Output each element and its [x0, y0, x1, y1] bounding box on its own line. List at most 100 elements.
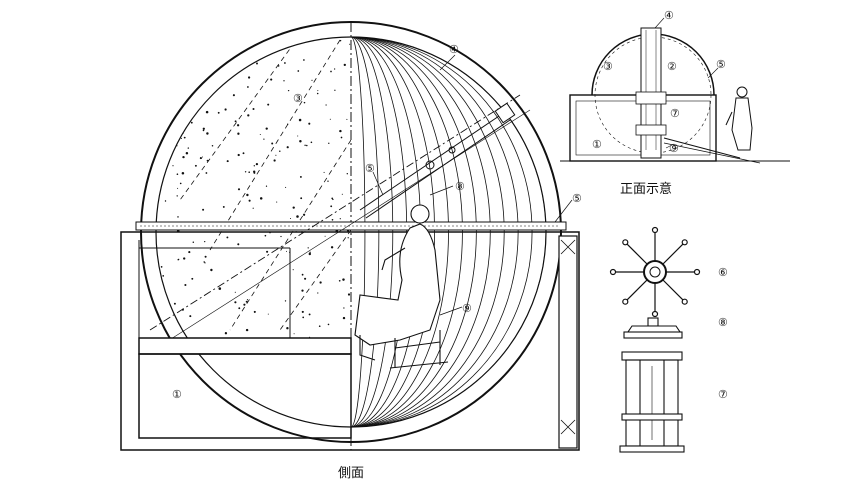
- star-dot: [234, 291, 236, 293]
- star-dot: [205, 89, 207, 91]
- star-dot: [222, 205, 225, 208]
- star-dot: [203, 261, 205, 263]
- side-markers: ③ ④ ⑤ ⑧ ⑤ ⑨ ①: [172, 43, 582, 401]
- star-dot: [175, 88, 178, 90]
- marker-side-4: ④: [449, 43, 459, 56]
- marker-front-4: ④: [664, 9, 674, 22]
- star-dot: [238, 307, 241, 310]
- star-dot: [263, 138, 265, 140]
- star-dot: [192, 241, 195, 243]
- star-dot: [255, 162, 259, 166]
- star-dot: [224, 108, 227, 111]
- star-dot: [296, 215, 299, 218]
- star-dot: [246, 299, 249, 301]
- star-dot: [190, 39, 193, 43]
- star-dot: [339, 129, 342, 133]
- front-view: [560, 17, 790, 164]
- star-dot: [253, 165, 255, 167]
- star-dot: [159, 106, 162, 110]
- star-dot: [174, 45, 177, 48]
- star-dot: [205, 172, 208, 174]
- star-dot: [184, 42, 187, 45]
- star-dot: [246, 193, 249, 197]
- star-dot: [159, 100, 162, 103]
- star-dot: [173, 302, 176, 305]
- star-dot: [177, 216, 179, 218]
- star-dot: [205, 54, 208, 57]
- star-dot: [297, 70, 300, 72]
- star-dot: [185, 152, 189, 155]
- star-dot: [181, 115, 184, 117]
- star-dot: [175, 102, 178, 104]
- wheel-spoke-knob: [609, 268, 617, 276]
- star-dot: [292, 269, 294, 271]
- star-dot: [234, 120, 237, 123]
- star-dot: [253, 171, 256, 174]
- wheel-spoke-knob: [622, 239, 629, 246]
- wheel-spoke-knob: [651, 310, 659, 318]
- star-dot: [304, 277, 307, 280]
- marker-side-8: ⑧: [455, 180, 465, 193]
- wheel-spoke-knob: [651, 226, 659, 234]
- star-dot: [330, 246, 334, 249]
- star-dot: [298, 118, 302, 122]
- star-dot: [182, 74, 185, 76]
- star-dot: [177, 258, 180, 261]
- star-dot: [270, 78, 273, 81]
- star-dot: [299, 175, 302, 178]
- star-dot: [308, 122, 311, 125]
- star-dot: [245, 300, 248, 303]
- star-dot: [283, 80, 285, 82]
- star-dot: [159, 185, 161, 188]
- marker-front-9: ⑨: [669, 142, 679, 155]
- marker-front-1: ①: [592, 138, 602, 151]
- star-dot: [328, 142, 330, 144]
- star-dot: [217, 111, 220, 114]
- star-dot: [211, 145, 214, 147]
- star-dot: [234, 301, 237, 304]
- star-dot: [242, 152, 245, 155]
- star-dot: [237, 132, 240, 135]
- sighting-tube: [359, 102, 516, 219]
- base-frame: [120, 231, 580, 451]
- star-dot: [223, 70, 226, 73]
- star-dot: [237, 153, 240, 157]
- marker-front-5: ⑤: [716, 58, 726, 71]
- marker-detail-6: ⑥: [718, 266, 728, 279]
- star-dot: [245, 328, 249, 332]
- star-dot: [251, 59, 253, 61]
- star-dot: [248, 199, 251, 202]
- star-dot: [218, 287, 222, 290]
- star-dot: [243, 303, 246, 306]
- star-dot: [182, 155, 185, 159]
- star-dot: [236, 124, 240, 127]
- star-dot: [159, 332, 162, 335]
- star-dot: [242, 61, 245, 64]
- star-dot: [287, 123, 289, 125]
- star-dot: [338, 279, 341, 282]
- star-dot: [210, 268, 213, 272]
- star-dot: [253, 310, 256, 313]
- star-dot: [280, 235, 282, 238]
- star-dot: [162, 275, 165, 277]
- star-dot: [275, 154, 277, 156]
- star-dot: [324, 235, 326, 237]
- star-dot: [333, 68, 336, 70]
- star-dot: [202, 129, 205, 132]
- detail-cap: [623, 317, 683, 339]
- star-dot: [191, 277, 194, 280]
- star-dot: [332, 198, 334, 201]
- star-dot: [168, 320, 171, 323]
- marker-side-5a: ⑤: [365, 162, 375, 175]
- star-dot: [301, 310, 304, 313]
- star-dot: [347, 237, 349, 239]
- marker-side-3: ③: [293, 92, 303, 105]
- star-dot: [181, 172, 185, 175]
- star-dot: [293, 333, 295, 335]
- marker-side-1: ①: [172, 388, 182, 401]
- star-dot: [169, 116, 172, 118]
- star-dot: [302, 316, 305, 319]
- star-dot: [311, 79, 313, 81]
- star-dot: [185, 88, 187, 90]
- star-dot: [284, 300, 287, 302]
